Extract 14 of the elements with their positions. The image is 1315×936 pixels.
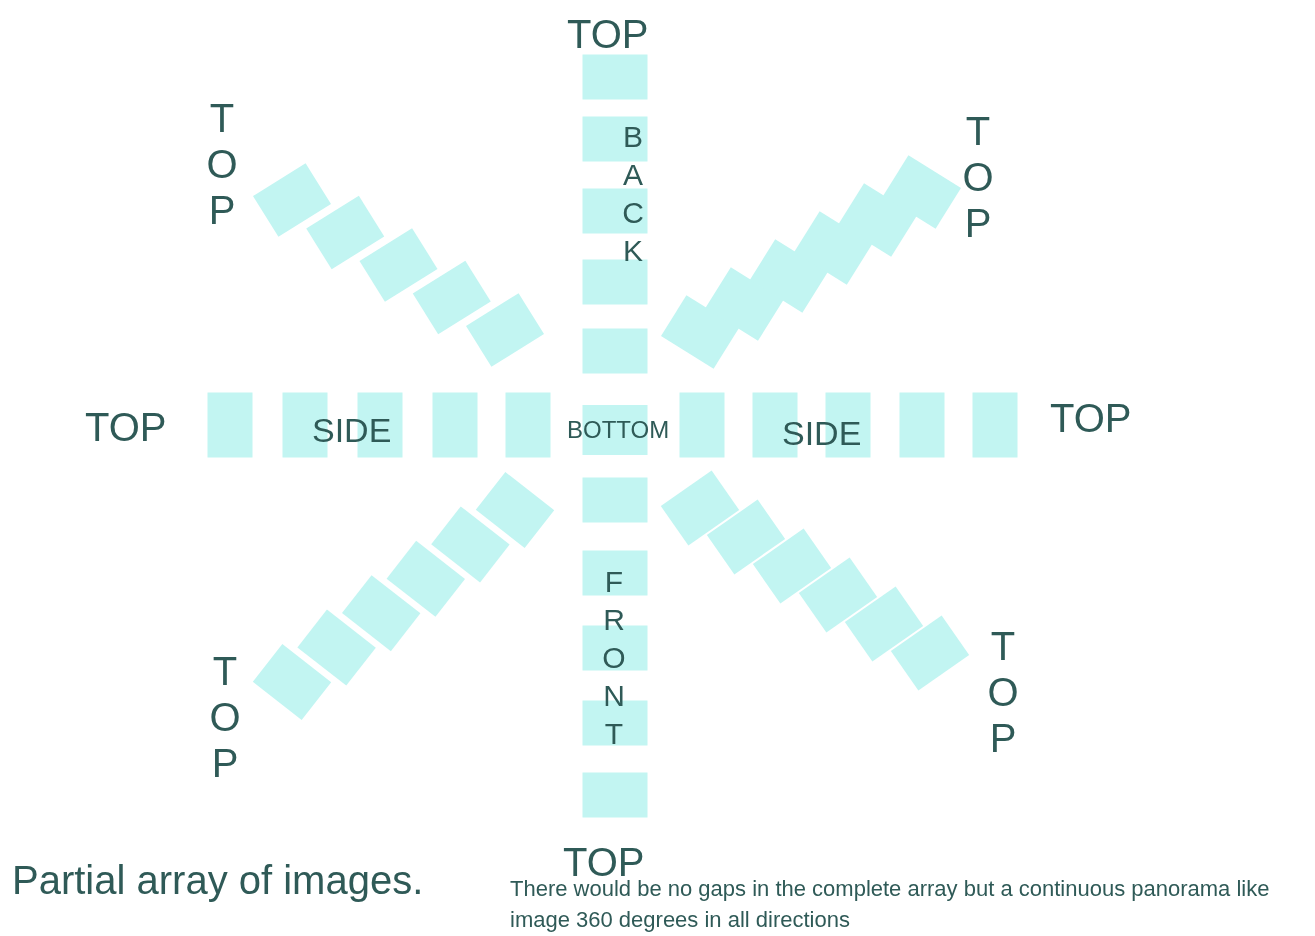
title: Partial array of images. (12, 860, 424, 900)
face-label: BACK (621, 119, 645, 269)
orientation-label: TOP (1050, 398, 1132, 438)
face-label: SIDE (312, 413, 392, 447)
orientation-label: TOP (85, 407, 167, 447)
orientation-label: TOP (205, 95, 239, 233)
face-label: BOTTOM (567, 418, 670, 442)
orientation-label: TOP (208, 648, 242, 786)
orientation-label: TOP (986, 623, 1020, 761)
face-label: FRONT (601, 564, 627, 752)
orientation-label: TOP (961, 108, 995, 246)
caption: There would be no gaps in the complete array but a continuous panorama like image 360 degrees in all directions (510, 876, 1271, 934)
face-label: SIDE (782, 416, 862, 450)
orientation-label: TOP (567, 14, 649, 54)
